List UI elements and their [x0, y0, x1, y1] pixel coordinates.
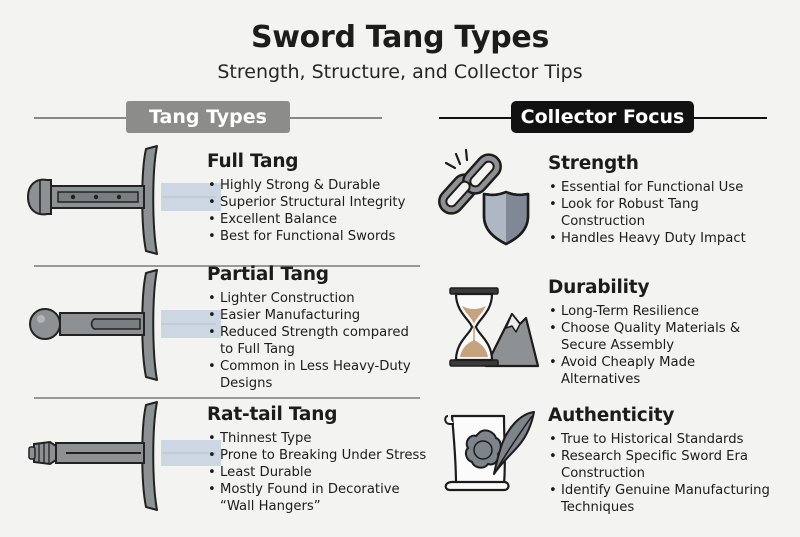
partial-tang-section: Partial Tang Lighter Construction Easier…	[207, 264, 422, 392]
rat-tail-tang-section: Rat-tail Tang Thinnest Type Prone to Bre…	[207, 404, 437, 516]
authenticity-section: Authenticity True to Historical Standard…	[548, 405, 783, 517]
chain-shield-icon	[438, 148, 530, 246]
strength-bullet: Look for Robust Tang Construction	[548, 197, 748, 231]
left-column-heading: Tang Types	[126, 101, 290, 133]
authenticity-bullet: True to Historical Standards	[548, 432, 783, 449]
left-separator-1	[34, 265, 420, 267]
partial-tang-bullet: Lighter Construction	[207, 291, 422, 308]
full-tang-title: Full Tang	[207, 151, 299, 172]
page-title: Sword Tang Types	[250, 20, 550, 55]
strength-bullet: Handles Heavy Duty Impact	[548, 231, 748, 248]
rat-tail-tang-sword-icon	[28, 401, 221, 511]
scroll-seal-quill-icon	[444, 411, 535, 492]
durability-bullet: Avoid Cheaply Made Alternatives	[548, 355, 753, 389]
rat-tail-tang-bullet: Mostly Found in Decorative “Wall Hangers…	[207, 482, 437, 516]
partial-tang-title: Partial Tang	[207, 264, 329, 285]
full-tang-bullet: Best for Functional Swords	[207, 229, 405, 246]
authenticity-title: Authenticity	[548, 405, 675, 426]
strength-title: Strength	[548, 153, 639, 174]
hourglass-mountain-icon	[449, 287, 540, 368]
partial-tang-sword-icon	[29, 269, 221, 381]
full-tang-sword-icon	[26, 145, 221, 255]
strength-bullet: Essential for Functional Use	[548, 180, 748, 197]
right-column-heading: Collector Focus	[511, 101, 694, 133]
rat-tail-tang-bullet: Thinnest Type	[207, 431, 437, 448]
durability-bullet: Choose Quality Materials & Secure Assemb…	[548, 321, 753, 355]
durability-section: Durability Long-Term Resilience Choose Q…	[548, 277, 753, 389]
full-tang-bullet: Excellent Balance	[207, 212, 405, 229]
full-tang-bullet: Highly Strong & Durable	[207, 178, 405, 195]
partial-tang-bullet: Easier Manufacturing	[207, 308, 422, 325]
rat-tail-tang-bullet: Prone to Breaking Under Stress	[207, 448, 437, 465]
full-tang-section: Full Tang Highly Strong & Durable Superi…	[207, 151, 405, 246]
rat-tail-tang-bullet: Least Durable	[207, 465, 437, 482]
strength-section: Strength Essential for Functional Use Lo…	[548, 153, 748, 248]
full-tang-bullet: Superior Structural Integrity	[207, 195, 405, 212]
left-separator-2	[34, 397, 420, 399]
durability-bullet: Long-Term Resilience	[548, 304, 753, 321]
partial-tang-bullet: Reduced Strength compared to Full Tang	[207, 325, 422, 359]
rat-tail-tang-title: Rat-tail Tang	[207, 404, 338, 425]
authenticity-bullet: Research Specific Sword Era Construction	[548, 449, 783, 483]
page-subtitle: Strength, Structure, and Collector Tips	[217, 61, 583, 83]
partial-tang-bullet: Common in Less Heavy-Duty Designs	[207, 359, 422, 393]
durability-title: Durability	[548, 277, 650, 298]
authenticity-bullet: Identify Genuine Manufacturing Technique…	[548, 483, 783, 517]
